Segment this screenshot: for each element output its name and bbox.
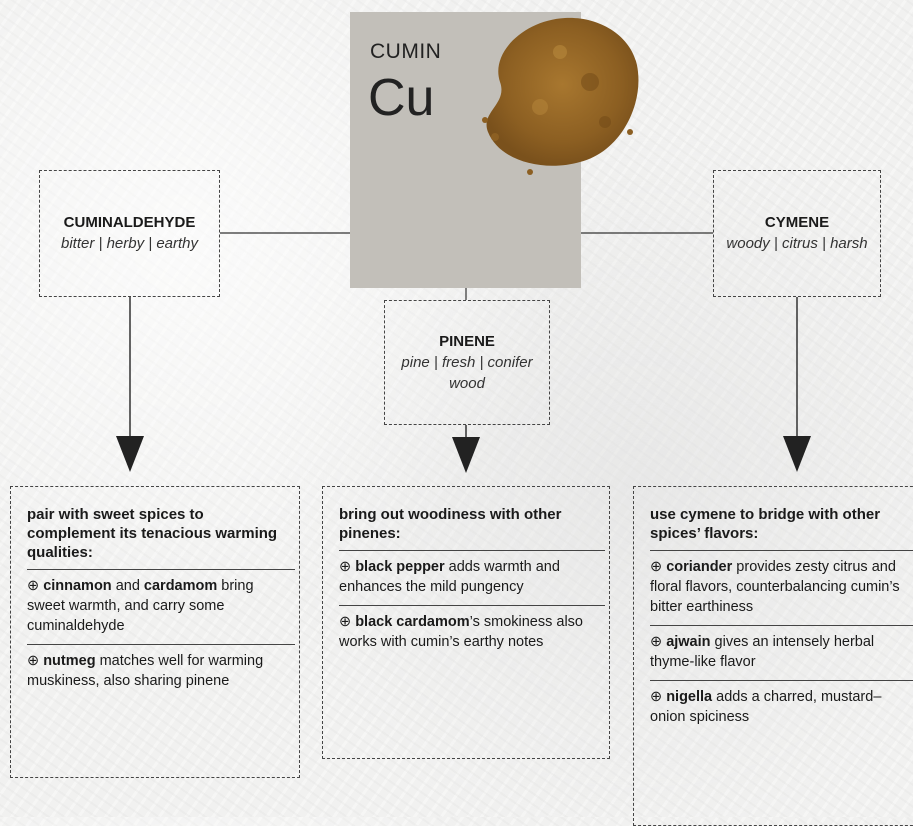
pairing-box-sweet-spices: pair with sweet spices to complement its…: [10, 486, 300, 778]
compound-flavor-tags: bitter | herby | earthy: [60, 235, 199, 252]
pairing-tip: ⊕ nutmeg matches well for warming muskin…: [27, 645, 295, 699]
pairing-tip: ⊕ coriander provides zesty citrus and fl…: [650, 551, 913, 626]
arrow-head-right: [783, 436, 811, 472]
arrow-head-left: [116, 436, 144, 472]
compound-cymene: CYMENE woody | citrus | harsh: [713, 170, 881, 297]
pairing-tip: ⊕ black pepper adds warmth and enhances …: [339, 551, 605, 606]
compound-name: PINENE: [439, 332, 495, 350]
plus-circle-icon: ⊕: [339, 559, 352, 575]
tip-text: matches well for warming muskiness, also…: [27, 653, 264, 689]
spice-name: nigella: [666, 689, 713, 705]
plus-circle-icon: ⊕: [27, 653, 40, 669]
spice-name: nutmeg: [43, 653, 96, 669]
spice-name: black cardamom: [355, 614, 470, 630]
plus-circle-icon: ⊕: [650, 689, 663, 705]
plus-circle-icon: ⊕: [650, 559, 663, 575]
plus-circle-icon: ⊕: [339, 614, 352, 630]
pairing-heading: use cymene to bridge with other spices’ …: [650, 505, 913, 551]
tip-text: gives an intensely herbal thyme-like fla…: [650, 634, 875, 670]
tip-text: adds a charred, mustard–onion spiciness: [650, 689, 882, 725]
tip-text: bring sweet warmth, and carry some cumin…: [27, 578, 254, 634]
compound-name: CUMINALDEHYDE: [63, 214, 196, 231]
compound-flavor-tags: woody | citrus | harsh: [726, 235, 868, 252]
compound-flavor-tags: pine | fresh | conifer wood: [401, 353, 533, 392]
arrow-head-center: [452, 437, 480, 473]
pairing-heading: pair with sweet spices to complement its…: [27, 505, 295, 570]
compound-name: CYMENE: [764, 214, 830, 231]
spice-name: ajwain: [666, 634, 711, 650]
compound-pinene: PINENE pine | fresh | conifer wood: [384, 300, 550, 425]
spice-name: CUMIN: [370, 40, 442, 63]
cumin-powder-image: [482, 17, 639, 175]
pairing-box-pinenes: bring out woodiness with other pinenes: …: [322, 486, 610, 759]
tip-text: provides zesty citrus and floral flavors…: [650, 559, 900, 615]
pairing-tip: ⊕ cinnamon and cardamom bring sweet warm…: [27, 570, 295, 645]
spice-name: cardamom: [143, 578, 218, 594]
spice-name: cinnamon: [43, 578, 112, 594]
pairing-box-cymene: use cymene to bridge with other spices’ …: [633, 486, 913, 826]
pairing-tip: ⊕ black cardamom’s smokiness also works …: [339, 606, 605, 660]
pairing-tip: ⊕ nigella adds a charred, mustard–onion …: [650, 681, 913, 735]
element-symbol: Cu: [368, 69, 435, 127]
tip-text: adds warmth and enhances the mild pungen…: [339, 559, 560, 595]
tip-connector: and: [111, 578, 144, 594]
pairing-tip: ⊕ ajwain gives an intensely herbal thyme…: [650, 626, 913, 681]
plus-circle-icon: ⊕: [650, 634, 663, 650]
spice-name: coriander: [666, 559, 733, 575]
compound-cuminaldehyde: CUMINALDEHYDE bitter | herby | earthy: [39, 170, 220, 297]
spice-name: black pepper: [355, 559, 445, 575]
plus-circle-icon: ⊕: [27, 578, 40, 594]
tip-text: ’s smokiness also works with cumin’s ear…: [339, 614, 583, 650]
pairing-heading: bring out woodiness with other pinenes:: [339, 505, 605, 551]
